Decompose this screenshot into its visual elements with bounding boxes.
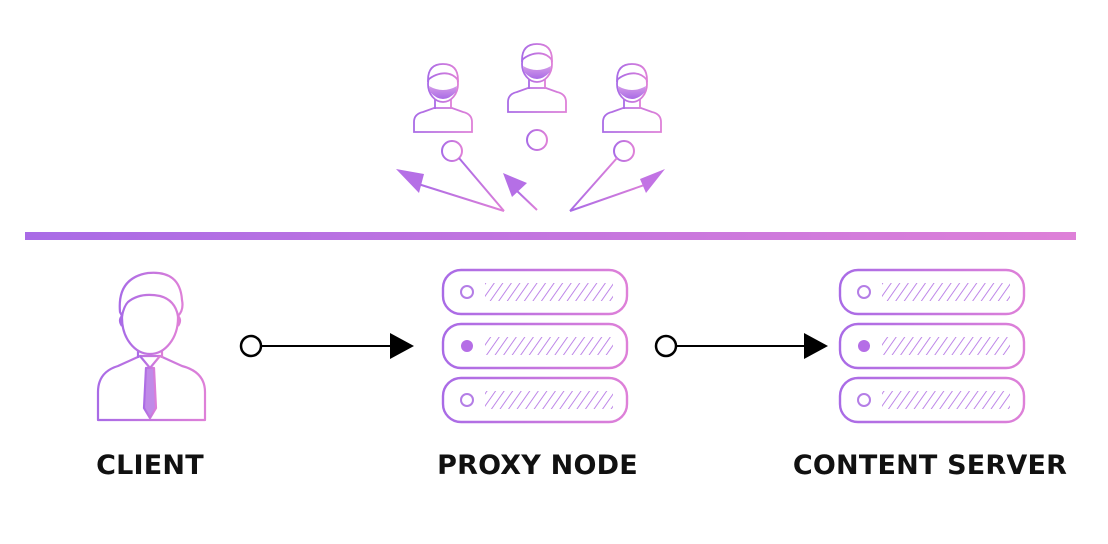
user-icon-1 [413,63,473,133]
arrowhead-left [396,169,424,193]
client-label: CLIENT [96,450,204,481]
flow-arrow-client-to-proxy [239,333,414,359]
content-server-label: CONTENT SERVER [792,450,1068,481]
divider-line [25,232,1076,240]
proxy-server-stack-icon [441,268,629,424]
proxy-node-label: PROXY NODE [437,450,638,481]
content-server-stack-icon [838,268,1026,424]
user-icon-2 [507,43,567,113]
user-icon-3 [602,63,662,133]
arrowhead-center [503,173,527,197]
branch-arrows [414,129,651,212]
arrowhead-right [640,169,665,193]
client-person-icon [96,271,207,422]
flow-arrow-proxy-to-server [654,333,828,359]
